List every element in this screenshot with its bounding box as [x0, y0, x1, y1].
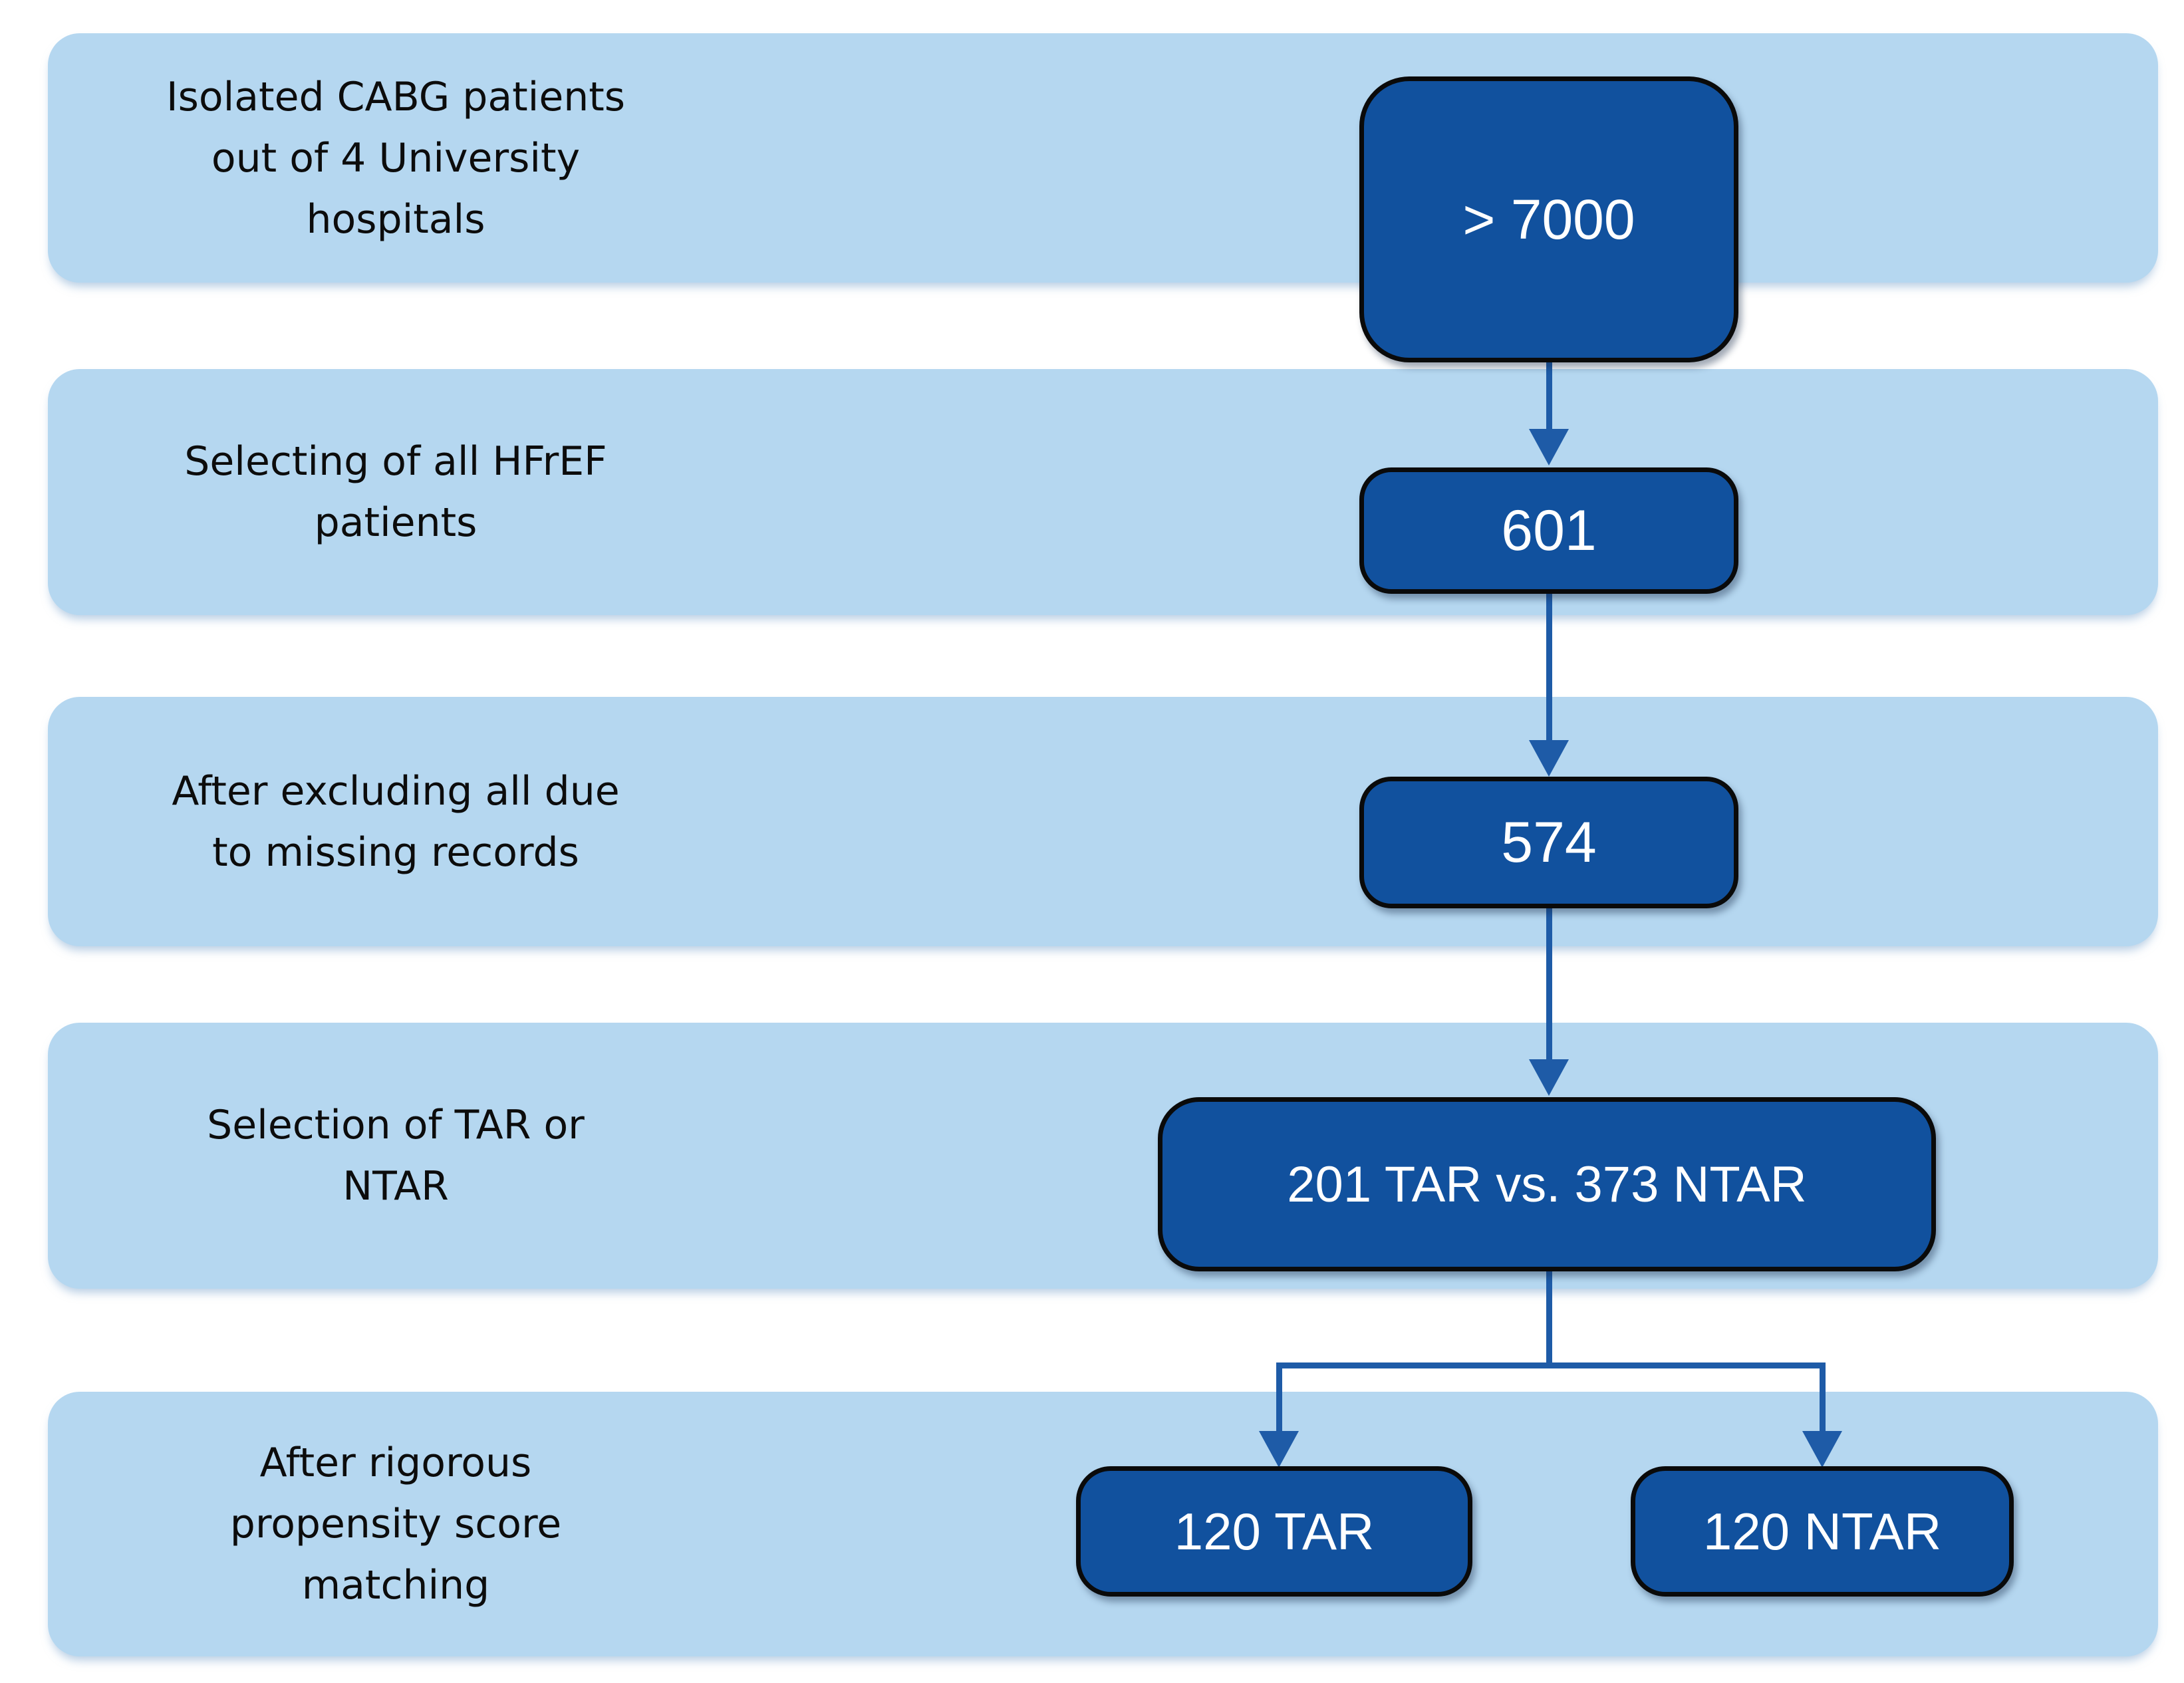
arrow-down-icon [1529, 429, 1569, 465]
stage-label-line: to missing records [212, 829, 579, 876]
stage-label-line: patients [314, 499, 478, 546]
stage-label: Selection of TAR or NTAR [80, 1023, 712, 1289]
node-hfref-count: 601 [1359, 467, 1738, 594]
node-value: 574 [1501, 810, 1597, 874]
stage-label-line: matching [301, 1562, 490, 1609]
flow-line-to-120ntar [1820, 1362, 1826, 1434]
stage-label-line: Selection of TAR or [207, 1102, 585, 1148]
node-value: > 7000 [1462, 188, 1635, 251]
flow-line-to-120tar [1276, 1362, 1282, 1434]
node-total-cabg-count: > 7000 [1359, 76, 1738, 362]
stage-label-line: hospitals [306, 195, 485, 243]
flow-line-574-to-tarntar [1546, 906, 1552, 1061]
arrow-down-icon [1802, 1431, 1842, 1468]
stage-label: After rigorous propensity score matching [80, 1392, 712, 1656]
stage-label-line: out of 4 University [211, 134, 581, 182]
flow-line-total-to-601 [1546, 361, 1552, 430]
stage-label-line: After excluding all due [172, 767, 620, 815]
node-value: 120 TAR [1174, 1501, 1375, 1561]
node-value: 601 [1501, 498, 1597, 563]
flow-line-split-stem [1546, 1269, 1552, 1368]
flow-line-601-to-574 [1546, 590, 1552, 741]
node-complete-records-count: 574 [1359, 777, 1738, 908]
stage-label: Selecting of all HFrEF patients [80, 369, 712, 615]
arrow-down-icon [1529, 740, 1569, 777]
stage-label-line: Selecting of all HFrEF [184, 438, 607, 485]
stage-label-line: NTAR [342, 1163, 449, 1210]
stage-label-line: propensity score [229, 1501, 562, 1547]
stage-label: After excluding all due to missing recor… [80, 697, 712, 946]
arrow-down-icon [1259, 1431, 1299, 1468]
stage-label-line: Isolated CABG patients [166, 73, 626, 120]
stage-band-isolated-cabg: Isolated CABG patients out of 4 Universi… [48, 33, 2158, 283]
stage-label: Isolated CABG patients out of 4 Universi… [80, 33, 712, 283]
node-value: 201 TAR vs. 373 NTAR [1287, 1156, 1807, 1213]
stage-band-hfref-selection: Selecting of all HFrEF patients [48, 369, 2158, 615]
stage-band-missing-records: After excluding all due to missing recor… [48, 697, 2158, 946]
node-tar-vs-ntar-count: 201 TAR vs. 373 NTAR [1158, 1097, 1936, 1271]
node-value: 120 NTAR [1703, 1501, 1942, 1561]
stage-label-line: After rigorous [259, 1440, 532, 1486]
node-matched-tar-count: 120 TAR [1076, 1466, 1472, 1597]
arrow-down-icon [1529, 1059, 1569, 1096]
node-matched-ntar-count: 120 NTAR [1631, 1466, 2014, 1597]
flow-line-split-horizontal [1276, 1362, 1826, 1368]
